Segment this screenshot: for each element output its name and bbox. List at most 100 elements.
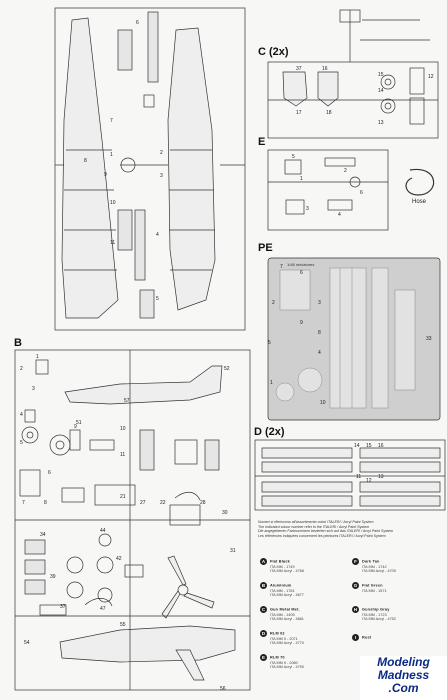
part-number: 5 <box>156 296 159 302</box>
part-number: 54 <box>24 640 30 646</box>
part-number: 31 <box>230 548 236 554</box>
part-number: 3 <box>32 386 35 392</box>
sprue-a-frame <box>54 7 246 331</box>
frame-label-pe: PE <box>258 242 273 254</box>
part-number: 47 <box>100 606 106 612</box>
paint-letter-badge: G <box>352 582 359 589</box>
part-number: 1 <box>110 152 113 158</box>
frame-label-e: E <box>258 136 266 148</box>
paint-letter-badge: C <box>260 606 267 613</box>
part-number: 33 <box>426 336 432 342</box>
part-number: 14 <box>378 88 384 94</box>
part-number: 18 <box>326 110 332 116</box>
part-number: 9 <box>300 320 303 326</box>
paint-name: Gunship Gray <box>362 607 390 612</box>
logo-line-1: Modeling <box>377 655 430 669</box>
part-number: 2 <box>344 168 347 174</box>
part-number: 10 <box>320 400 326 406</box>
part-number: 6 <box>300 270 303 276</box>
part-number: 8 <box>84 158 87 164</box>
paint-name: Rust <box>362 635 372 640</box>
paint-code: ITA MM - 1723 <box>362 613 387 617</box>
paint-code: ITA MM Acryl - 4768 <box>270 569 304 573</box>
paint-code: ITA MM - 1571 <box>362 589 387 593</box>
part-number: 16 <box>378 443 384 449</box>
part-number: 51 <box>76 420 82 426</box>
paint-letter-badge: H <box>352 606 359 613</box>
paint-letter-badge: A <box>260 558 267 565</box>
paint-name: Gun Metal Met. <box>270 607 300 612</box>
paint-code: ITA MM II - 2080 <box>270 661 298 665</box>
part-number: 37 <box>60 604 66 610</box>
part-number: 4 <box>318 350 321 356</box>
part-number: 15 <box>366 443 372 449</box>
part-number: 13 <box>378 120 384 126</box>
part-number: 34 <box>40 532 46 538</box>
hose-drawing <box>405 168 435 196</box>
sprue-b-fuselage-top <box>64 365 223 405</box>
paint-name: Flat Green <box>362 583 383 588</box>
part-number: 8 <box>318 330 321 336</box>
paint-letter-badge: I <box>352 634 359 641</box>
part-number: 10 <box>120 426 126 432</box>
paint-code: ITA MM - 1742 <box>362 565 387 569</box>
paint-reference-list: Numeri si riferiscono all'assortimento c… <box>258 520 446 700</box>
paint-note: The indicated colour number refer to the… <box>258 524 370 529</box>
frame-label-b: B <box>14 337 22 349</box>
paint-code: ITA MM II - 2071 <box>270 637 298 641</box>
hose-label: Hose <box>412 199 427 205</box>
part-number: 3 <box>306 206 309 212</box>
part-number: 11 <box>356 474 362 480</box>
part-number: 6 <box>360 190 363 196</box>
part-number: 1 <box>36 354 39 360</box>
paint-code: ITA MM - 1405 <box>270 613 295 617</box>
part-number: 7 <box>280 264 283 270</box>
part-number: 52 <box>224 366 230 372</box>
paint-code: ITA MM Acryl - 4677 <box>270 593 304 597</box>
sprue-d-frame <box>254 439 446 511</box>
paint-note: Die angegebenen Farbnummern beziehen sic… <box>258 529 394 533</box>
part-number: 9 <box>104 172 107 178</box>
pe-fret-title: 1/48 miniatures <box>287 262 315 267</box>
paint-code: ITA MM Acryl - 4752 <box>362 617 396 621</box>
paint-code: ITA MM Acryl - 4790 <box>270 665 304 669</box>
frame-label-d: D (2x) <box>254 426 285 438</box>
part-number: 44 <box>100 528 106 534</box>
frame-label-c: C (2x) <box>258 46 289 58</box>
part-number: 37 <box>296 66 302 72</box>
paint-note: Les référénces indiquées concernent les … <box>258 533 386 538</box>
part-number: 11 <box>110 240 116 246</box>
part-number: 7 <box>22 500 25 506</box>
paint-letter-badge: B <box>260 582 267 589</box>
part-number: 21 <box>120 494 126 500</box>
part-number: 1 <box>300 176 303 182</box>
paint-name: RLM 70 <box>270 655 285 660</box>
part-number: 42 <box>116 556 122 562</box>
part-number: 15 <box>378 72 384 78</box>
part-number: 5 <box>268 340 271 346</box>
part-number: 3 <box>160 173 163 179</box>
part-number: 11 <box>120 452 126 458</box>
part-number: 9 <box>74 424 77 430</box>
part-number: 10 <box>110 200 116 206</box>
part-number: 4 <box>20 412 23 418</box>
sprue-b-fuselage-bottom <box>59 625 236 663</box>
sprue-e-frame <box>267 149 389 231</box>
part-number: 57 <box>124 398 130 404</box>
paint-code: ITA MM Acryl - 4709 <box>362 569 396 573</box>
part-number: 2 <box>20 366 23 372</box>
paint-code: ITA MM Acryl - 4770 <box>270 641 304 645</box>
part-number: 1 <box>270 380 273 386</box>
part-number: 13 <box>378 474 384 480</box>
paint-letter-badge: D <box>260 630 267 637</box>
part-number: 16 <box>322 66 328 72</box>
part-number: 2 <box>160 150 163 156</box>
